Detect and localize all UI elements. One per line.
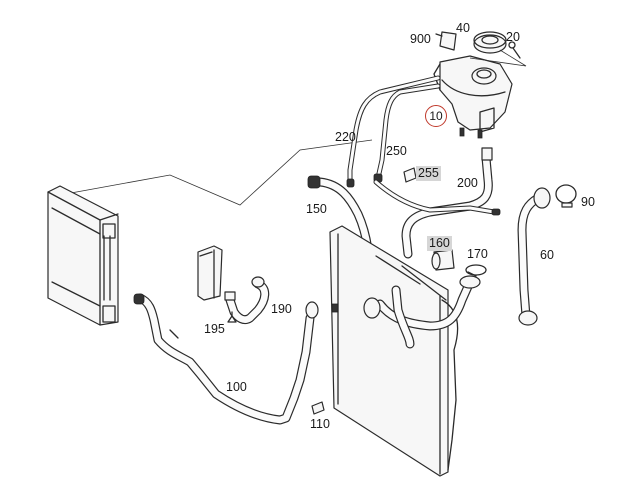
- bracket-clip[interactable]: [435, 31, 457, 51]
- callout-160[interactable]: 160: [427, 236, 452, 251]
- callout-900[interactable]: 900: [410, 32, 431, 46]
- hose-100[interactable]: [133, 293, 319, 425]
- callout-60[interactable]: 60: [540, 248, 554, 262]
- callout-90[interactable]: 90: [581, 195, 595, 209]
- upper-hose-assembly[interactable]: [363, 275, 481, 349]
- screw-20[interactable]: [469, 41, 527, 67]
- callout-255[interactable]: 255: [416, 166, 441, 181]
- callout-10[interactable]: 10: [425, 105, 447, 127]
- clamp-90[interactable]: [555, 184, 577, 208]
- callout-100[interactable]: 100: [226, 380, 247, 394]
- clamp-170[interactable]: [465, 264, 487, 277]
- expansion-tank[interactable]: [433, 55, 513, 139]
- tank-cap[interactable]: [473, 31, 507, 54]
- callout-195[interactable]: 195: [204, 322, 225, 336]
- callout-20[interactable]: 20: [506, 30, 520, 44]
- main-radiator[interactable]: [329, 225, 459, 477]
- callout-220[interactable]: 220: [335, 130, 356, 144]
- hose-60[interactable]: [517, 187, 551, 326]
- drain-plug-195[interactable]: [227, 311, 237, 323]
- callout-150[interactable]: 150: [306, 202, 327, 216]
- hose-190[interactable]: [224, 276, 270, 325]
- grommet-160[interactable]: [431, 249, 455, 271]
- callout-170[interactable]: 170: [467, 247, 488, 261]
- callout-110[interactable]: 110: [310, 417, 330, 431]
- vent-hose-200[interactable]: [373, 147, 501, 259]
- auxiliary-radiator[interactable]: [47, 185, 119, 326]
- callout-190[interactable]: 190: [271, 302, 292, 316]
- callout-200[interactable]: 200: [457, 176, 478, 190]
- callout-40[interactable]: 40: [456, 21, 470, 35]
- leader-line-radiator: [59, 139, 373, 206]
- plug-110[interactable]: [311, 401, 325, 415]
- holder-255[interactable]: [403, 167, 417, 183]
- small-heat-exchanger[interactable]: [197, 245, 223, 301]
- callout-250[interactable]: 250: [386, 144, 407, 158]
- vent-line-220[interactable]: [346, 75, 441, 188]
